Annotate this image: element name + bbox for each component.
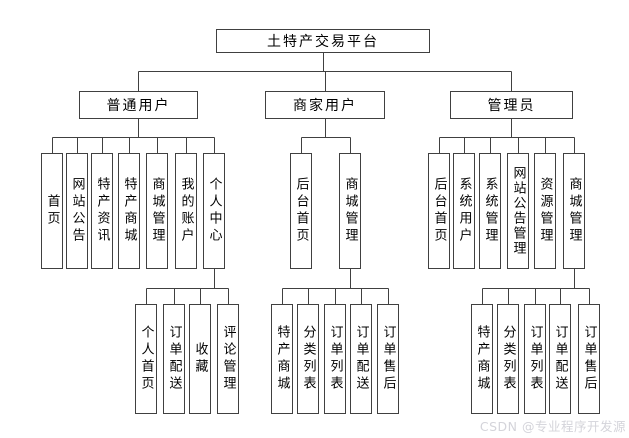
- tree-node-label: 后台首页: [431, 177, 447, 245]
- tree-node: 个人中心: [203, 153, 225, 269]
- tree-node-label: 订单配送: [552, 325, 568, 393]
- tree-node: 特产资讯: [91, 153, 113, 269]
- tree-node: 商城管理: [339, 153, 361, 269]
- tree-node: 订单售后: [377, 304, 399, 414]
- tree-node-label: 商城管理: [149, 177, 165, 245]
- tree-node: 特产商城: [271, 304, 293, 414]
- tree-node-label: 网站公告: [69, 177, 85, 245]
- tree-node: 个人首页: [135, 304, 157, 414]
- tree-node: 订单列表: [524, 304, 546, 414]
- tree-node: 系统用户: [453, 153, 475, 269]
- tree-node-label: 后台首页: [293, 177, 309, 245]
- tree-node: 收藏: [189, 304, 211, 414]
- tree-node: 订单配送: [163, 304, 185, 414]
- tree-node-label: 订单列表: [327, 325, 343, 393]
- tree-node: 商城管理: [563, 153, 585, 269]
- tree-node: 特产商城: [118, 153, 140, 269]
- tree-node-label: 订单售后: [581, 325, 597, 393]
- tree-node-label: 资源管理: [537, 177, 553, 245]
- tree-node-label: 订单列表: [527, 325, 543, 393]
- tree-node: 我的账户: [175, 153, 197, 269]
- tree-node-label: 订单售后: [380, 325, 396, 393]
- tree-node-label: 分类列表: [500, 325, 516, 393]
- tree-node-label: 首页: [44, 194, 60, 228]
- node-normal-user: 普通用户: [79, 91, 198, 119]
- tree-node-label: 评论管理: [220, 325, 236, 393]
- tree-node-label: 系统用户: [456, 177, 472, 245]
- tree-node: 分类列表: [297, 304, 319, 414]
- tree-node-label: 特产商城: [274, 325, 290, 393]
- tree-node: 订单配送: [549, 304, 571, 414]
- tree-node: 后台首页: [290, 153, 312, 269]
- tree-node-label: 订单配送: [166, 325, 182, 393]
- tree-node: 网站公告管理: [507, 153, 529, 269]
- tree-node-label: 商城管理: [342, 177, 358, 245]
- tree-node: 订单列表: [324, 304, 346, 414]
- tree-node: 评论管理: [217, 304, 239, 414]
- tree-node-label: 系统管理: [482, 177, 498, 245]
- tree-node: 系统管理: [479, 153, 501, 269]
- tree-node-label: 我的账户: [178, 177, 194, 245]
- tree-node: 网站公告: [66, 153, 88, 269]
- node-merchant-user: 商家用户: [265, 91, 385, 119]
- tree-node: 订单配送: [350, 304, 372, 414]
- tree-node-label: 特产商城: [121, 177, 137, 245]
- tree-node-label: 个人中心: [206, 177, 222, 245]
- tree-node: 商城管理: [146, 153, 168, 269]
- tree-node: 特产商城: [471, 304, 493, 414]
- tree-node-label: 分类列表: [300, 325, 316, 393]
- tree-node-label: 网站公告管理: [510, 166, 526, 256]
- tree-node-label: 订单配送: [353, 325, 369, 393]
- tree-node: 资源管理: [534, 153, 556, 269]
- csdn-watermark: CSDN @专业程序开发源: [479, 419, 626, 434]
- tree-node: 分类列表: [497, 304, 519, 414]
- tree-node: 后台首页: [428, 153, 450, 269]
- node-platform-root: 土特产交易平台: [216, 29, 430, 53]
- tree-node-label: 特产商城: [474, 325, 490, 393]
- tree-node-label: 特产资讯: [94, 177, 110, 245]
- tree-node: 订单售后: [578, 304, 600, 414]
- tree-node-label: 收藏: [192, 342, 208, 376]
- tree-node: 首页: [41, 153, 63, 269]
- tree-node-label: 个人首页: [138, 325, 154, 393]
- node-admin: 管理员: [450, 91, 573, 119]
- tree-node-label: 商城管理: [566, 177, 582, 245]
